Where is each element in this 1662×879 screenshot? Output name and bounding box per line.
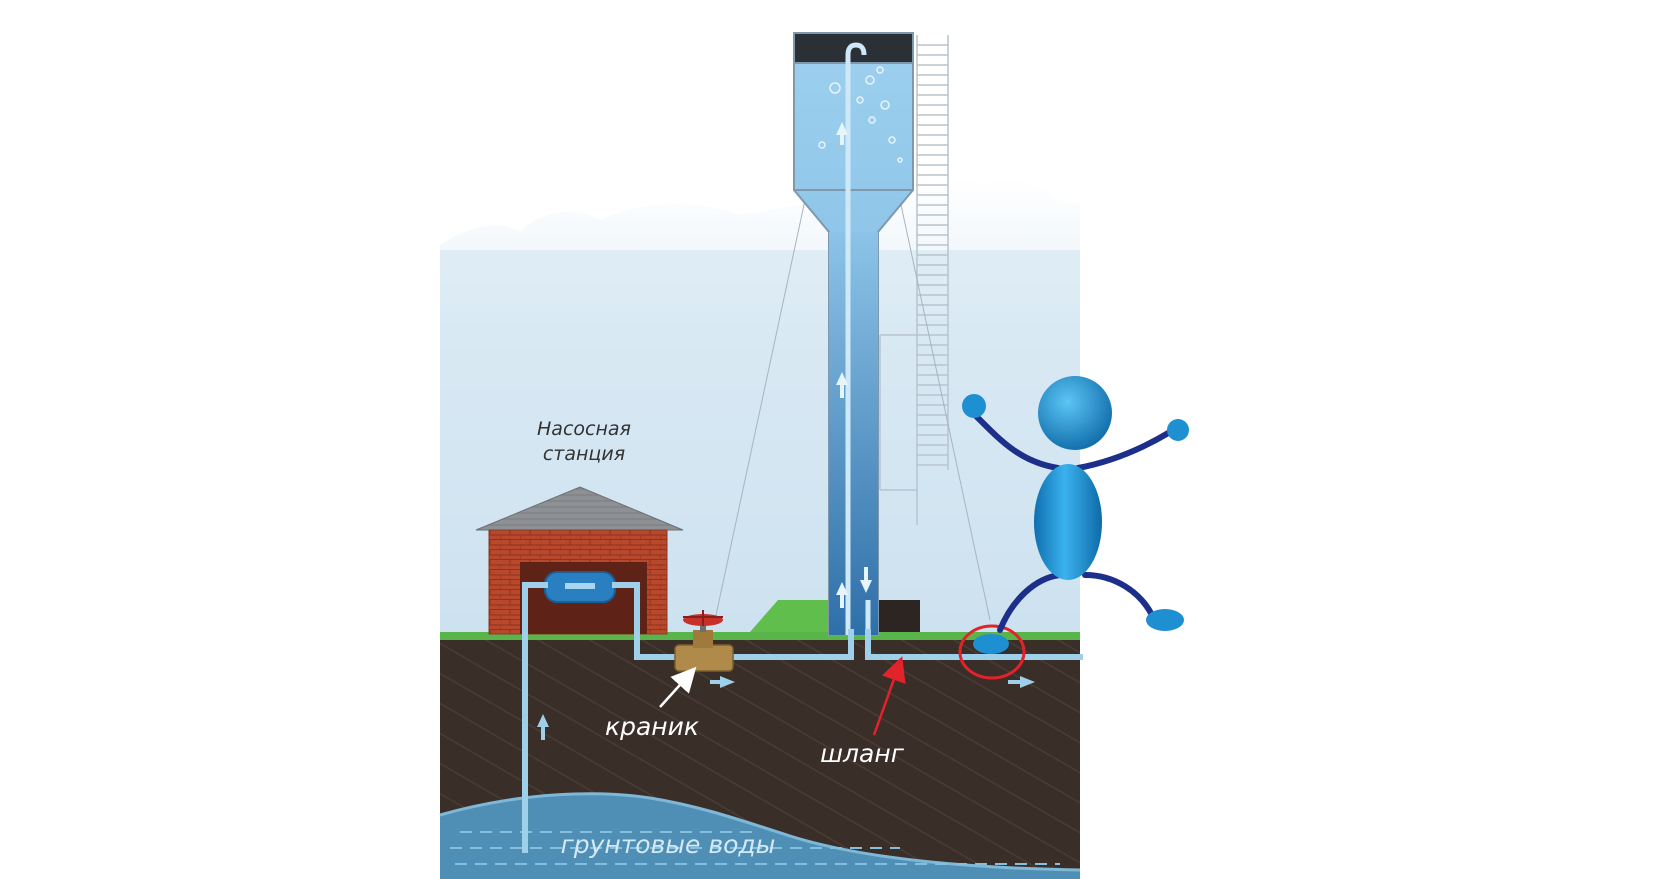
hose-highlight-circle [958, 624, 1026, 680]
arrow-up-icon [836, 122, 848, 608]
valve-pointer-arrow [659, 666, 697, 708]
guy-wires [714, 199, 991, 621]
water-tower [793, 32, 914, 660]
pipe-flow-arrows [537, 676, 1035, 740]
tank-bubbles [818, 66, 903, 163]
stick-figure-icon [962, 376, 1189, 654]
arrow-up-icon [537, 714, 549, 740]
hose-pointer-arrow [872, 656, 906, 736]
valve-icon [674, 610, 734, 672]
pointer-arrows [659, 656, 906, 736]
arrow-right-icon [1008, 676, 1035, 688]
pump-station-label-line2: станция [543, 443, 625, 465]
hose-label: шланг [820, 739, 905, 768]
groundwater-pool [439, 792, 1081, 879]
arrow-down-icon [860, 567, 872, 593]
arrow-right-icon [710, 676, 735, 688]
pump-station-label-line1: Насосная [537, 418, 631, 440]
water-pipes [522, 582, 1083, 853]
groundwater-label: грунтовые воды [561, 830, 776, 859]
valve-label: краник [605, 712, 699, 741]
